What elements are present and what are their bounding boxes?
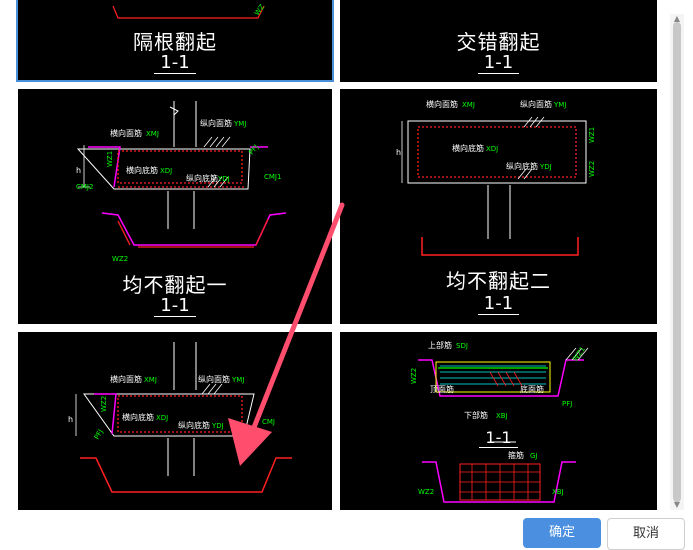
svg-text:WZ2: WZ2 xyxy=(418,488,434,496)
svg-text:XDJ: XDJ xyxy=(160,167,172,175)
template-grid: WZ 隔根翻起 1-1 交错翻起 1-1 xyxy=(16,0,657,510)
tile-1-title: 隔根翻起 xyxy=(133,30,217,54)
tile-4-title: 均不翻起二 xyxy=(446,269,551,293)
tile-3-title: 均不翻起一 xyxy=(122,273,228,297)
svg-text:纵向底筋: 纵向底筋 xyxy=(178,420,210,430)
svg-text:上部筋: 上部筋 xyxy=(428,340,452,350)
tile-4-section-label: 1-1 xyxy=(340,293,657,315)
scroll-thumb[interactable] xyxy=(673,22,681,502)
svg-text:XMJ: XMJ xyxy=(146,130,159,138)
svg-text:下部筋: 下部筋 xyxy=(464,410,488,420)
svg-text:WZ2: WZ2 xyxy=(100,396,108,412)
svg-text:YMJ: YMJ xyxy=(233,120,246,128)
svg-text:h: h xyxy=(68,415,73,424)
svg-text:WZ1: WZ1 xyxy=(106,151,114,167)
svg-text:h: h xyxy=(396,148,401,157)
svg-text:横向底筋: 横向底筋 xyxy=(122,412,154,422)
svg-text:横向底筋: 横向底筋 xyxy=(126,165,158,175)
svg-text:纵向底筋: 纵向底筋 xyxy=(186,173,218,183)
svg-text:XMJ: XMJ xyxy=(144,376,157,384)
scroll-up-arrow-icon[interactable]: ▲ xyxy=(673,14,681,23)
tile-4-drawing: 横向面筋 XMJ 纵向面筋 YMJ 横向底筋 XDJ 纵向底筋 YDJ WZ1 … xyxy=(396,99,596,256)
svg-text:PFJ: PFJ xyxy=(562,400,572,408)
tile-6-section-label: 1-1 xyxy=(340,428,657,448)
svg-text:YMJ: YMJ xyxy=(553,101,566,109)
svg-text:横向面筋: 横向面筋 xyxy=(426,99,458,109)
svg-text:WZ2: WZ2 xyxy=(112,255,128,263)
svg-text:纵向面筋: 纵向面筋 xyxy=(198,374,230,384)
svg-text:WZ1: WZ1 xyxy=(571,345,587,363)
svg-text:XDJ: XDJ xyxy=(156,414,168,422)
svg-text:横向面筋: 横向面筋 xyxy=(110,374,142,384)
svg-text:XDJ: XDJ xyxy=(486,145,498,153)
svg-text:顶面筋: 顶面筋 xyxy=(430,384,454,394)
tile-1-drawing: WZ xyxy=(112,3,266,19)
svg-text:WZ: WZ xyxy=(253,3,266,17)
tile-5-drawing: 横向面筋 XMJ 纵向面筋 YMJ 横向底筋 XDJ 纵向底筋 YDJ CMJ … xyxy=(68,342,292,493)
svg-text:XMJ: XMJ xyxy=(462,101,475,109)
svg-text:GJ: GJ xyxy=(530,452,538,460)
svg-text:底面筋: 底面筋 xyxy=(520,384,544,394)
template-tile-6[interactable]: 上部筋 SDJ 顶面筋 底面筋 下部筋 XBJ PFJ WZ2 WZ1 箍筋 G… xyxy=(340,332,657,510)
svg-text:XBJ: XBJ xyxy=(496,412,508,420)
svg-text:WZ2: WZ2 xyxy=(410,368,418,384)
svg-text:YDJ: YDJ xyxy=(539,163,552,171)
svg-text:纵向面筋: 纵向面筋 xyxy=(200,118,232,128)
svg-text:XBJ: XBJ xyxy=(552,488,564,496)
scroll-down-arrow-icon[interactable]: ▼ xyxy=(673,500,681,509)
svg-text:纵向底筋: 纵向底筋 xyxy=(506,161,538,171)
tile-1-section-label: 1-1 xyxy=(18,52,332,74)
dialog-footer: 确定 取消 xyxy=(0,510,693,550)
svg-text:CMJ: CMJ xyxy=(262,418,275,426)
svg-text:SDJ: SDJ xyxy=(456,342,468,350)
template-tile-3[interactable]: 横向面筋 XMJ 纵向面筋 YMJ 横向底筋 XDJ 纵向底筋 YDJ CMJ1… xyxy=(18,89,332,324)
template-tile-5[interactable]: 横向面筋 XMJ 纵向面筋 YMJ 横向底筋 XDJ 纵向底筋 YDJ CMJ … xyxy=(18,332,332,510)
vertical-scrollbar[interactable]: ▲ ▼ xyxy=(670,14,684,510)
tile-3-section-label: 1-1 xyxy=(18,295,332,317)
svg-text:WZ1: WZ1 xyxy=(588,127,596,143)
tile-2-title: 交错翻起 xyxy=(456,30,541,54)
template-tile-2[interactable]: 交错翻起 1-1 xyxy=(340,0,657,82)
svg-text:横向面筋: 横向面筋 xyxy=(110,128,142,138)
svg-text:YDJ: YDJ xyxy=(217,175,230,183)
ok-button[interactable]: 确定 xyxy=(523,518,601,548)
tile-2-section-label: 1-1 xyxy=(340,52,657,74)
svg-text:箍筋: 箍筋 xyxy=(508,450,524,460)
tile-6-drawing: 上部筋 SDJ 顶面筋 底面筋 下部筋 XBJ PFJ WZ2 WZ1 箍筋 G… xyxy=(410,340,589,503)
tile-3-drawing: 横向面筋 XMJ 纵向面筋 YMJ 横向底筋 XDJ 纵向底筋 YDJ CMJ1… xyxy=(76,101,287,263)
svg-text:CMJ1: CMJ1 xyxy=(264,173,281,181)
svg-text:h: h xyxy=(76,166,81,175)
svg-text:纵向面筋: 纵向面筋 xyxy=(520,99,552,109)
template-tile-4[interactable]: 横向面筋 XMJ 纵向面筋 YMJ 横向底筋 XDJ 纵向底筋 YDJ WZ1 … xyxy=(340,89,657,324)
svg-text:CMJ2: CMJ2 xyxy=(76,183,93,191)
cancel-button[interactable]: 取消 xyxy=(607,518,685,550)
svg-text:WZ2: WZ2 xyxy=(588,161,596,177)
svg-text:YMJ: YMJ xyxy=(231,376,244,384)
svg-text:YDJ: YDJ xyxy=(211,422,224,430)
svg-text:横向底筋: 横向底筋 xyxy=(452,143,484,153)
template-tile-1[interactable]: WZ 隔根翻起 1-1 xyxy=(16,0,334,82)
svg-text:PFJ: PFJ xyxy=(93,428,105,441)
